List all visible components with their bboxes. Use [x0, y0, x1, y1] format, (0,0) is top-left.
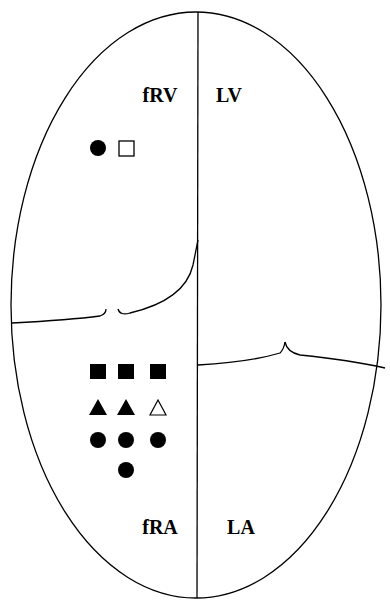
filled-square — [150, 364, 166, 379]
filled-circle — [150, 432, 166, 448]
tricuspid-leaflet — [118, 240, 198, 314]
filled-triangle — [89, 399, 107, 415]
chamber-label: fRA — [142, 517, 178, 537]
tricuspid-leaflet — [12, 309, 106, 323]
open-square — [119, 141, 134, 156]
heart-outline — [11, 12, 381, 598]
filled-triangle — [117, 399, 135, 415]
mitral-leaflet — [285, 342, 385, 368]
chamber-label: LA — [227, 517, 255, 537]
mitral-leaflet — [198, 342, 285, 365]
filled-circle — [118, 432, 134, 448]
septum — [197, 12, 198, 598]
chamber-label: LV — [216, 85, 242, 105]
filled-square — [118, 364, 134, 379]
filled-circle — [118, 462, 134, 478]
filled-circle — [90, 432, 106, 448]
chamber-label: fRV — [143, 85, 178, 105]
filled-square — [90, 364, 106, 379]
open-triangle — [150, 400, 166, 415]
filled-circle — [90, 140, 106, 156]
